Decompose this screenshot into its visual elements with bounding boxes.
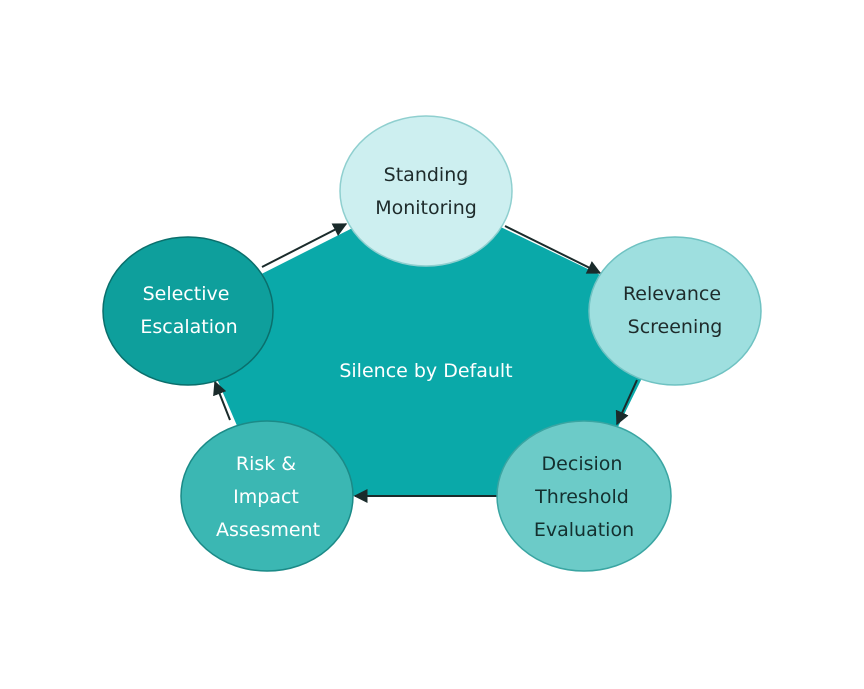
arrow-relevance-to-decision	[615, 379, 638, 426]
center-pentagon	[188, 191, 675, 496]
cycle-arrows	[213, 223, 638, 503]
center-label: Silence by Default	[339, 360, 512, 382]
arrow-selective-to-standing	[261, 223, 348, 268]
arrow-standing-to-relevance	[504, 225, 602, 274]
arrow-risk-to-selective	[213, 380, 231, 421]
